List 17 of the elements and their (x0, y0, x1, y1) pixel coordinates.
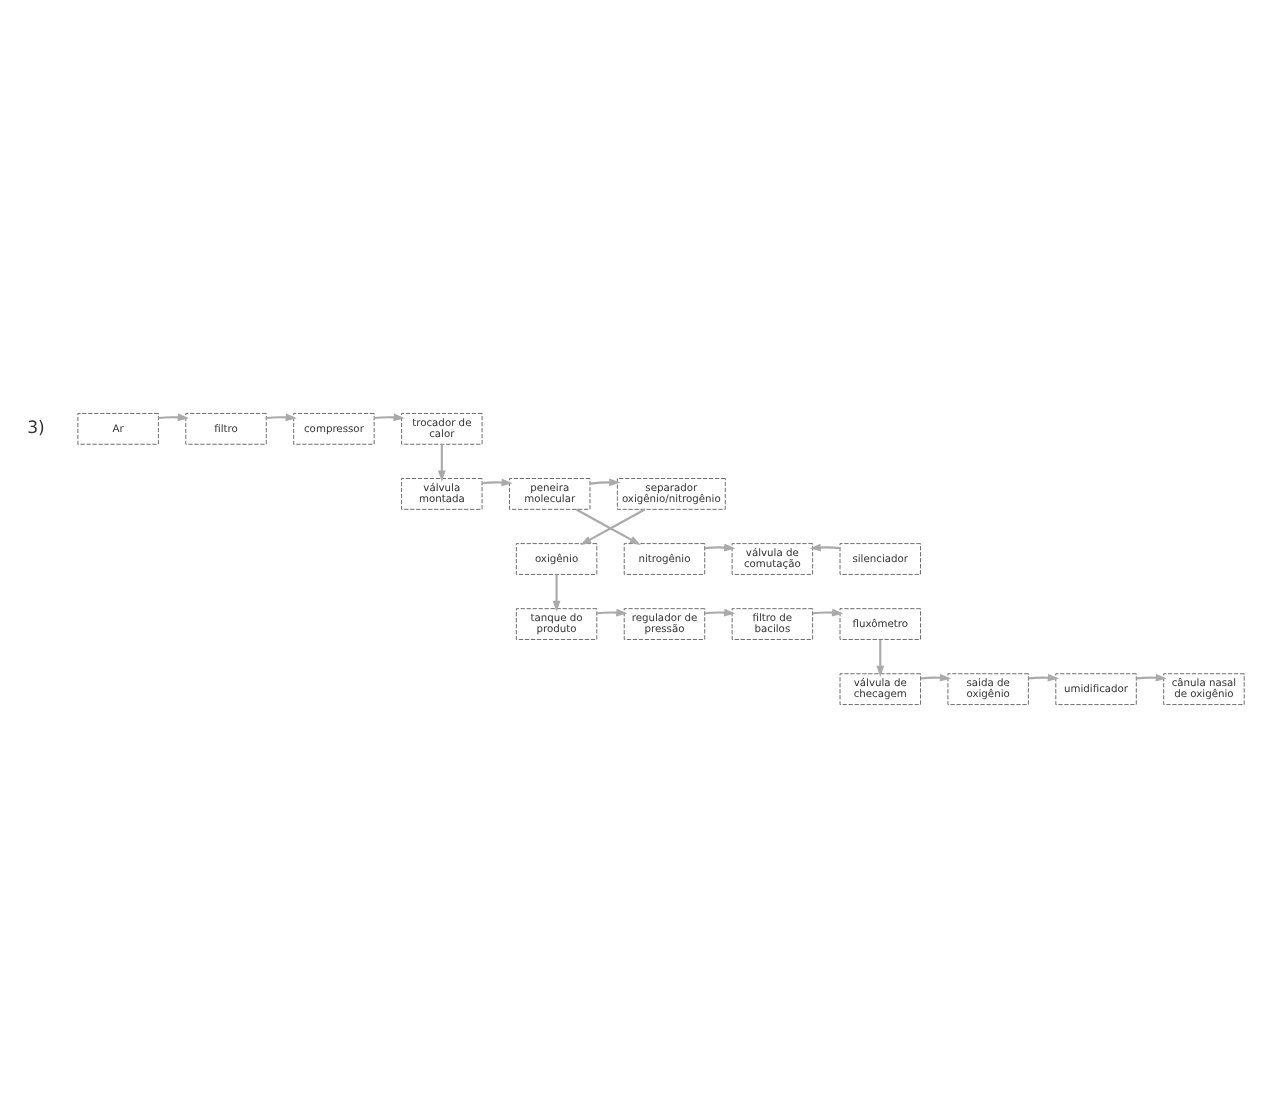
arrow (704, 608, 736, 617)
arrow (266, 413, 297, 422)
arrow (374, 413, 405, 422)
arrow (437, 444, 446, 482)
arrow (596, 608, 628, 617)
arrow (482, 478, 513, 487)
arrow (1028, 673, 1059, 682)
arrow (1136, 673, 1167, 682)
label: 3) (27, 419, 45, 440)
arrow (809, 543, 841, 552)
arrow (158, 413, 189, 422)
arrow (876, 639, 885, 677)
arrow (589, 478, 621, 487)
arrow (812, 608, 844, 617)
arrow (552, 574, 561, 612)
arrow (704, 543, 736, 552)
arrow (920, 673, 952, 682)
